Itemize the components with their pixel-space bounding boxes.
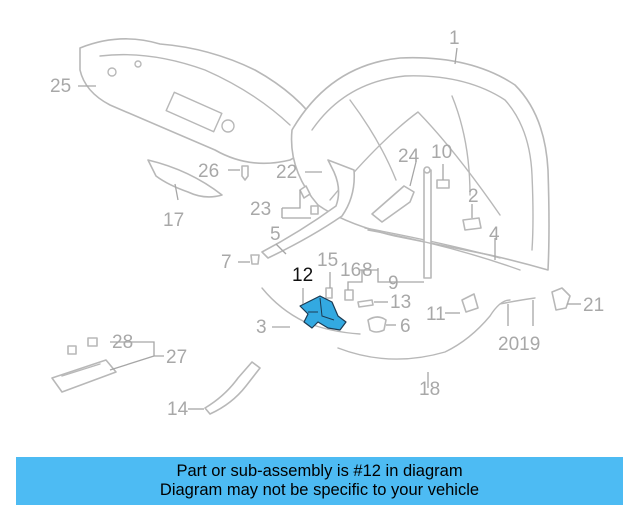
- info-banner: Part or sub-assembly is #12 in diagram D…: [16, 457, 623, 505]
- callout-26: 26: [198, 161, 219, 182]
- release-bracket: [461, 293, 479, 313]
- callout-11: 11: [426, 304, 446, 325]
- callout-7: 7: [221, 252, 232, 273]
- callout-8: 8: [362, 260, 373, 281]
- hood-hinge-highlighted: [299, 295, 347, 331]
- callout-28: 28: [112, 332, 133, 353]
- callout-22: 22: [276, 162, 297, 183]
- retainer-clip: [436, 179, 450, 189]
- hood-support-rod: [423, 166, 432, 279]
- screw-13: [357, 299, 374, 308]
- callout-15: 15: [317, 250, 338, 271]
- push-clip: [241, 165, 249, 181]
- hood-bracket: [371, 185, 415, 223]
- banner-line-1: Part or sub-assembly is #12 in diagram: [176, 462, 463, 480]
- leader-lines: [78, 47, 581, 410]
- callout-labels: 1 25 24 10 2 26 22 17 23 5 4 7 15 16 8 9…: [50, 28, 604, 420]
- callout-5: 5: [270, 224, 281, 245]
- rear-weatherstrip: [367, 229, 521, 271]
- bolt-lower: [310, 205, 319, 215]
- callout-13: 13: [390, 292, 411, 313]
- hood-panel: [290, 56, 550, 271]
- callout-24: 24: [398, 146, 420, 167]
- callout-18: 18: [419, 379, 440, 400]
- callout-21: 21: [583, 295, 604, 316]
- latch-cable: [499, 297, 536, 305]
- callout-1: 1: [449, 28, 460, 49]
- callout-27: 27: [166, 347, 187, 368]
- callout-2019: 2019: [498, 334, 540, 355]
- callout-4: 4: [489, 224, 500, 245]
- insulation-bracket: [147, 159, 223, 198]
- bolt-upper: [299, 185, 311, 199]
- fastener-15: [325, 287, 333, 299]
- hood-insulation-pad: [79, 38, 323, 165]
- release-cable: [337, 299, 511, 360]
- callout-17: 17: [163, 210, 184, 231]
- callout-14: 14: [167, 399, 189, 420]
- side-seal: [261, 159, 356, 259]
- grommet: [367, 316, 387, 333]
- callout-12: 12: [292, 265, 313, 286]
- callout-23: 23: [250, 199, 271, 220]
- callout-3: 3: [256, 317, 267, 338]
- hood-latch-assembly: [51, 337, 117, 393]
- callout-9: 9: [388, 273, 399, 294]
- parts-diagram: 1 25 24 10 2 26 22 17 23 5 4 7 15 16 8 9…: [50, 28, 604, 420]
- cable-bracket: [551, 287, 571, 311]
- callout-16: 16: [340, 260, 361, 281]
- callout-25: 25: [50, 76, 71, 97]
- hood-bumper: [462, 217, 482, 231]
- fastener-16: [344, 289, 354, 301]
- callout-10: 10: [431, 142, 452, 163]
- banner-line-2: Diagram may not be specific to your vehi…: [159, 481, 480, 499]
- callout-2: 2: [468, 186, 479, 207]
- callout-6: 6: [400, 316, 411, 337]
- grommet-clip: [250, 254, 260, 265]
- safety-catch-lever: [204, 361, 261, 415]
